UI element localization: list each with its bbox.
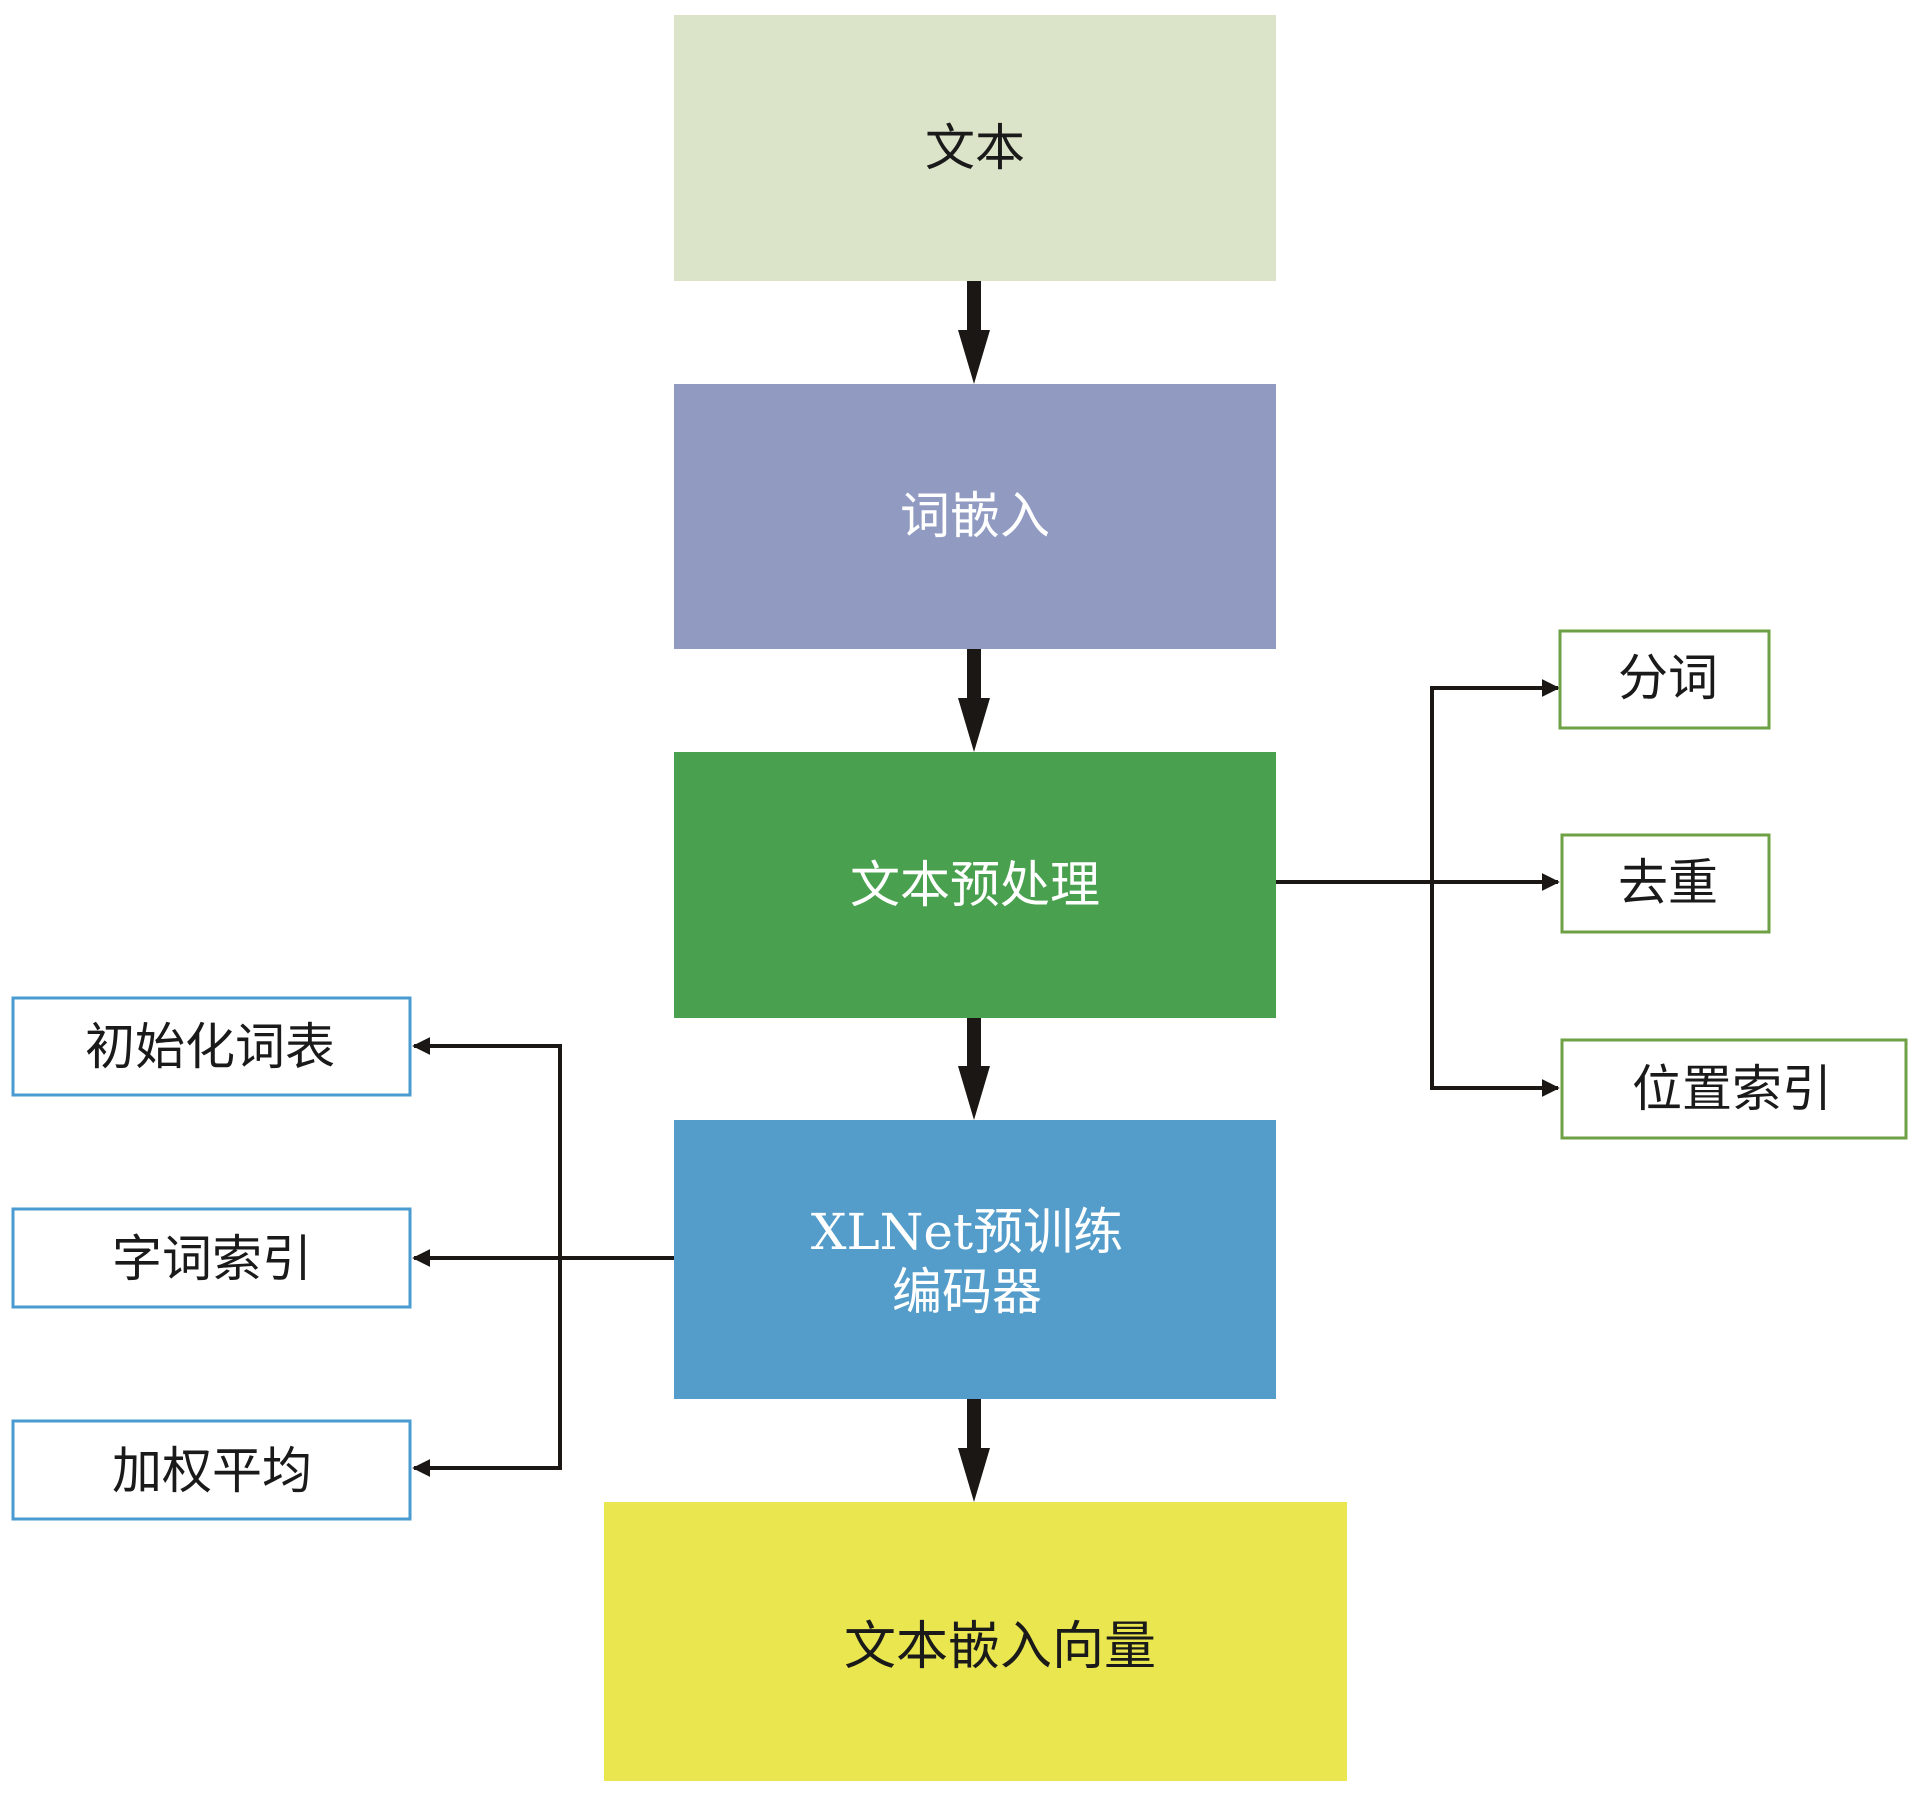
step-word-index-label: 字词索引 bbox=[112, 1230, 312, 1288]
box-xlnet-encoder: XLNet预训练 编码器 bbox=[674, 1120, 1276, 1399]
step-position-index-label: 位置索引 bbox=[1632, 1060, 1832, 1118]
step-init-vocab: 初始化词表 bbox=[11, 996, 412, 1097]
box-text-label: 文本 bbox=[925, 119, 1025, 177]
step-word-index-box bbox=[11, 1207, 412, 1309]
step-dedupe: 去重 bbox=[1560, 833, 1771, 934]
arrow-preprocessing-to-encoder bbox=[958, 1018, 990, 1120]
step-dedupe-label: 去重 bbox=[1618, 854, 1718, 912]
step-position-index-box bbox=[1560, 1038, 1908, 1140]
box-text-embedding-vector-bg bbox=[604, 1502, 1347, 1781]
arrow-text-to-embedding bbox=[958, 281, 990, 384]
box-word-embedding-label: 词嵌入 bbox=[900, 487, 1050, 545]
step-dedupe-box bbox=[1560, 833, 1771, 934]
step-weighted-average: 加权平均 bbox=[11, 1419, 412, 1521]
step-weighted-average-label: 加权平均 bbox=[112, 1442, 312, 1500]
step-tokenize-box bbox=[1558, 629, 1771, 730]
box-text-preprocessing-label: 文本预处理 bbox=[850, 856, 1100, 914]
step-word-index: 字词索引 bbox=[11, 1207, 412, 1309]
box-text-embedding-vector-label: 文本嵌入向量 bbox=[844, 1617, 1156, 1677]
box-text-bg bbox=[674, 15, 1276, 281]
box-xlnet-encoder-label-line1: XLNet预训练 bbox=[811, 1203, 1123, 1261]
box-text-preprocessing-bg bbox=[674, 752, 1276, 1018]
box-word-embedding: 词嵌入 bbox=[674, 384, 1276, 649]
box-word-embedding-bg bbox=[674, 384, 1276, 649]
step-tokenize: 分词 bbox=[1558, 629, 1771, 730]
arrow-encoder-to-vector bbox=[958, 1399, 990, 1502]
main-arrows bbox=[958, 281, 990, 1502]
encoder-connectors bbox=[412, 1037, 674, 1477]
box-text-preprocessing: 文本预处理 bbox=[674, 752, 1276, 1018]
box-xlnet-encoder-label-line2: 编码器 bbox=[892, 1263, 1042, 1321]
arrow-embedding-to-preprocessing bbox=[958, 649, 990, 752]
box-text: 文本 bbox=[674, 15, 1276, 281]
step-weighted-average-box bbox=[11, 1419, 412, 1521]
box-xlnet-encoder-bg bbox=[674, 1120, 1276, 1399]
preprocessing-connectors bbox=[1276, 679, 1560, 1097]
step-tokenize-label: 分词 bbox=[1618, 649, 1718, 707]
step-init-vocab-label: 初始化词表 bbox=[85, 1018, 335, 1076]
box-text-embedding-vector: 文本嵌入向量 bbox=[604, 1502, 1347, 1781]
step-init-vocab-box bbox=[11, 996, 412, 1097]
step-position-index: 位置索引 bbox=[1560, 1038, 1908, 1140]
